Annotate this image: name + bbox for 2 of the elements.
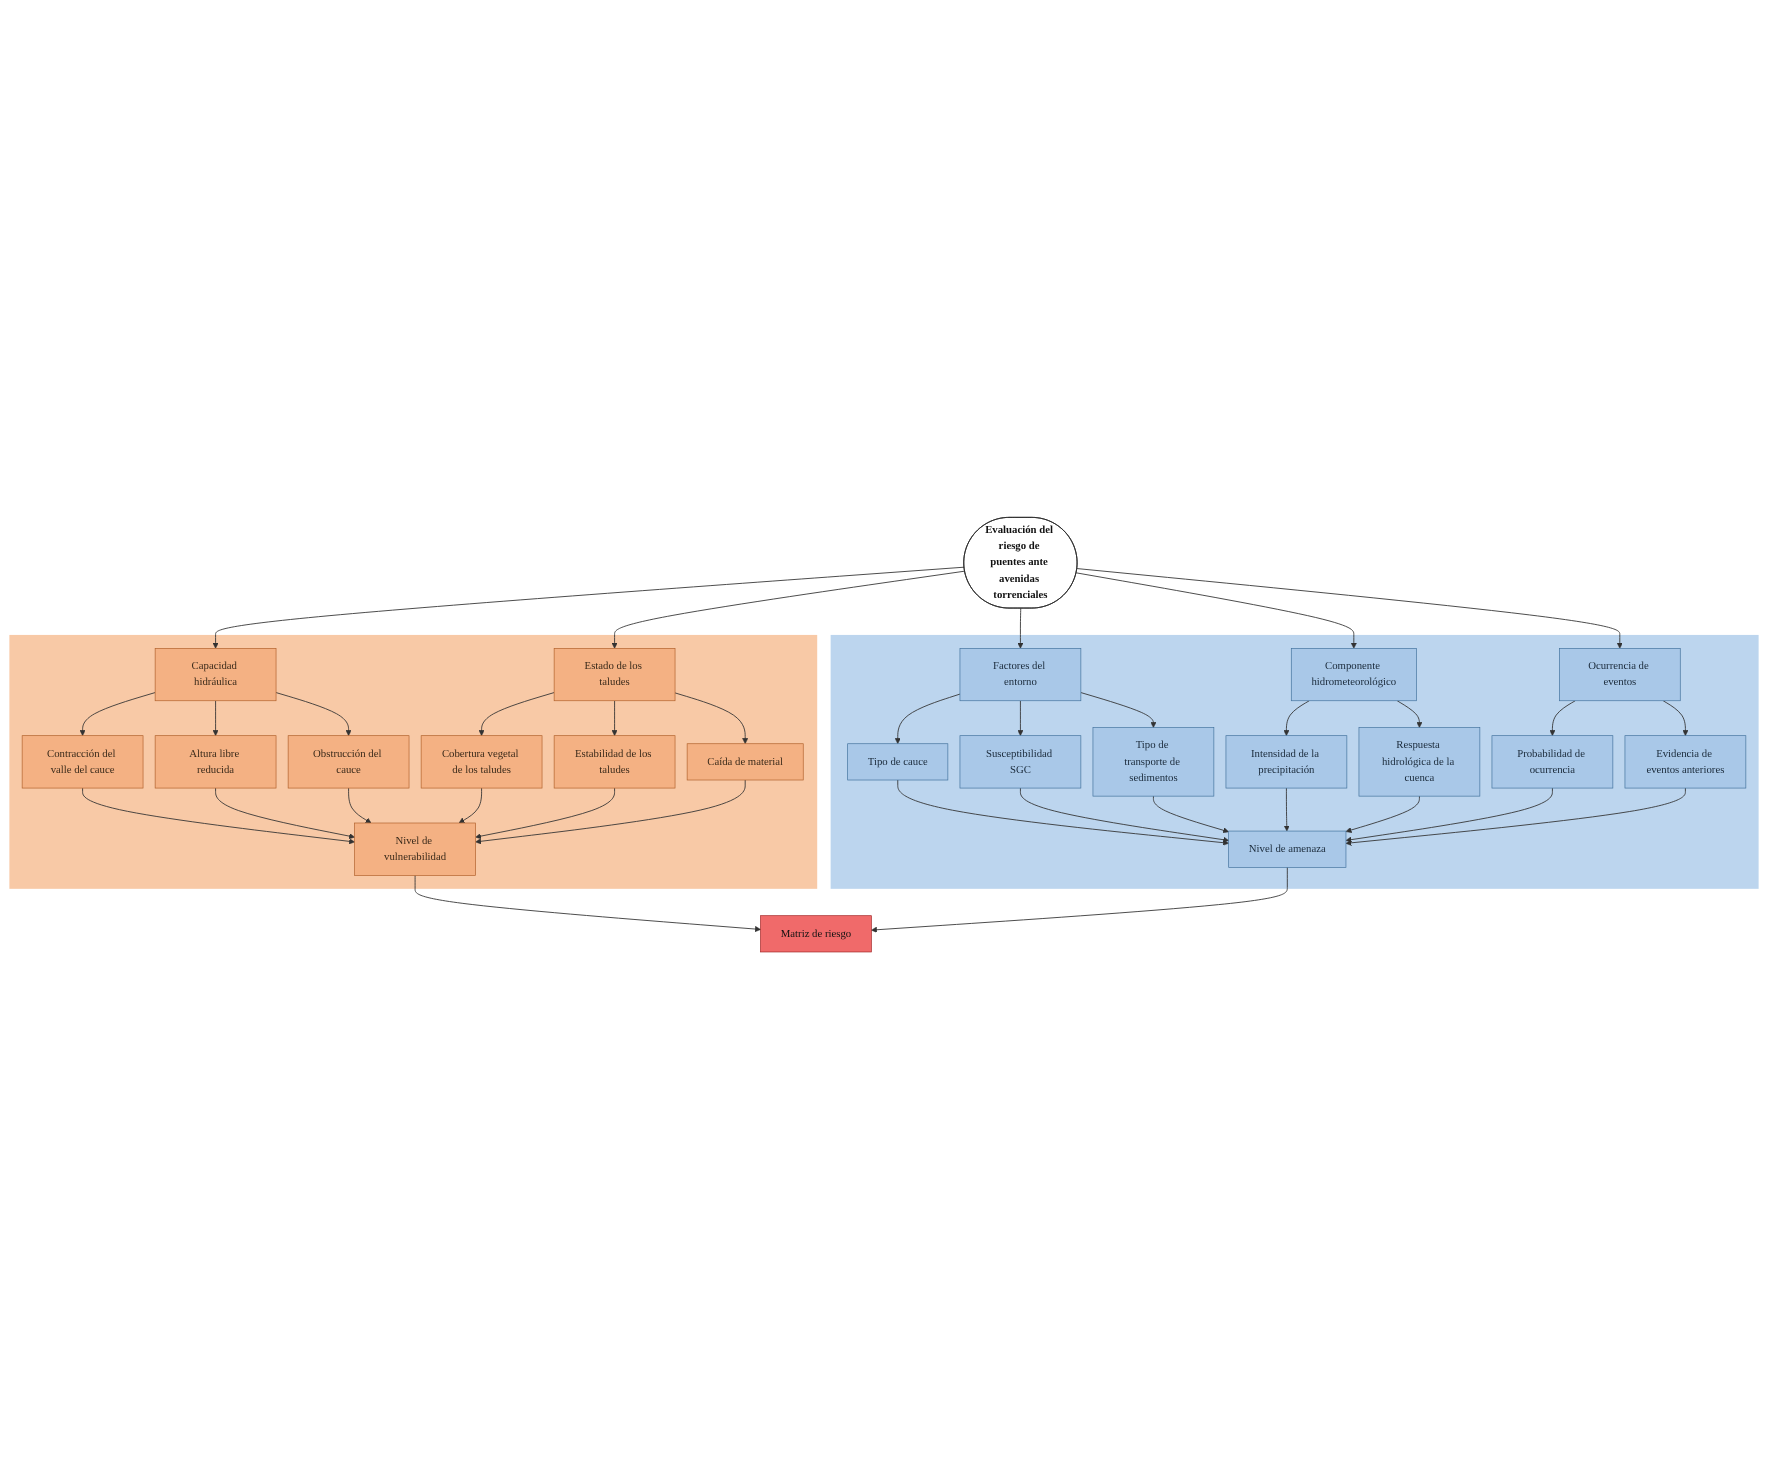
cluster (9, 635, 818, 890)
cluster (830, 635, 1759, 890)
